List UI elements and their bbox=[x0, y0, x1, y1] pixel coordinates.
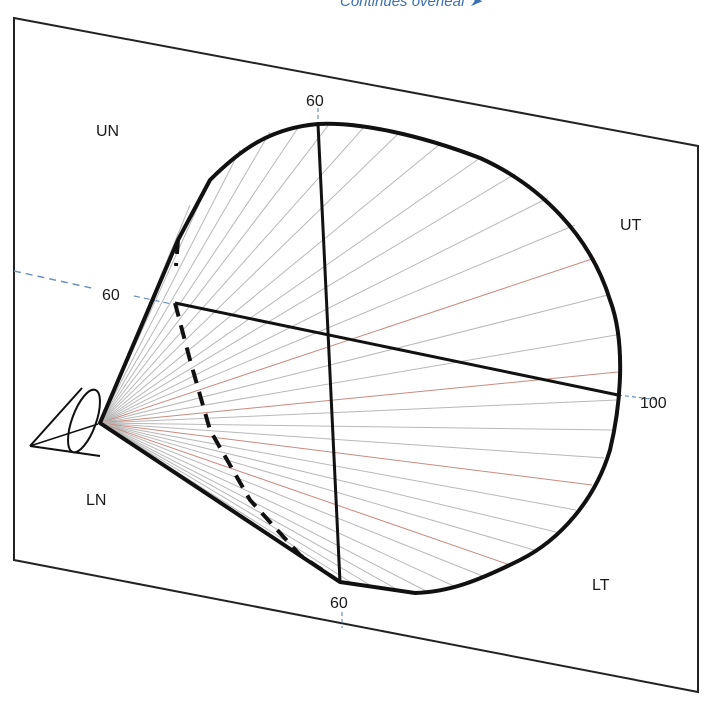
sight-ray bbox=[99, 257, 596, 424]
nasal-dashed-extent bbox=[173, 239, 342, 584]
temporal-extent-label: 100 bbox=[640, 395, 667, 412]
sight-ray bbox=[99, 422, 605, 459]
sight-ray bbox=[99, 422, 511, 566]
sight-ray bbox=[99, 131, 401, 424]
sight-ray bbox=[99, 149, 241, 424]
sight-ray bbox=[99, 422, 577, 511]
nasal-extent-label: 60 bbox=[102, 287, 120, 304]
sight-ray bbox=[99, 422, 401, 592]
sight-ray bbox=[99, 197, 549, 424]
sight-ray bbox=[99, 122, 331, 424]
sight-ray bbox=[99, 422, 593, 486]
sight-ray bbox=[99, 422, 486, 578]
eye-icon bbox=[29, 387, 101, 457]
sight-ray bbox=[99, 422, 557, 533]
continues-overleaf-note: Continues overleaf ➤ bbox=[340, 0, 482, 10]
vertical-meridian bbox=[316, 123, 342, 583]
sight-ray bbox=[99, 173, 516, 424]
sight-ray bbox=[99, 422, 459, 589]
temporal-guide-line bbox=[617, 394, 661, 401]
sight-ray bbox=[99, 143, 441, 424]
quadrant-label-ut: UT bbox=[620, 217, 642, 234]
quadrant-label-lt: LT bbox=[592, 577, 610, 594]
sight-ray bbox=[99, 422, 535, 551]
sight-ray bbox=[99, 422, 376, 589]
nasal-guide-line bbox=[13, 270, 97, 290]
inferior-extent-label: 60 bbox=[330, 595, 348, 612]
sight-ray bbox=[99, 157, 481, 424]
quadrant-label-ln: LN bbox=[86, 492, 106, 509]
sight-ray bbox=[99, 294, 609, 424]
sight-ray bbox=[99, 422, 613, 431]
sight-ray bbox=[99, 399, 618, 424]
sight-ray bbox=[99, 371, 619, 424]
horizontal-meridian bbox=[174, 301, 619, 397]
sight-ray bbox=[99, 224, 576, 424]
projection-plane bbox=[13, 16, 699, 694]
sight-ray bbox=[99, 131, 271, 424]
quadrant-label-un: UN bbox=[96, 123, 119, 140]
sight-ray bbox=[99, 124, 301, 424]
sight-ray bbox=[99, 422, 431, 594]
superior-extent-label: 60 bbox=[306, 93, 324, 110]
nasal-guide-line-inner bbox=[133, 295, 173, 305]
sight-ray bbox=[99, 334, 617, 424]
